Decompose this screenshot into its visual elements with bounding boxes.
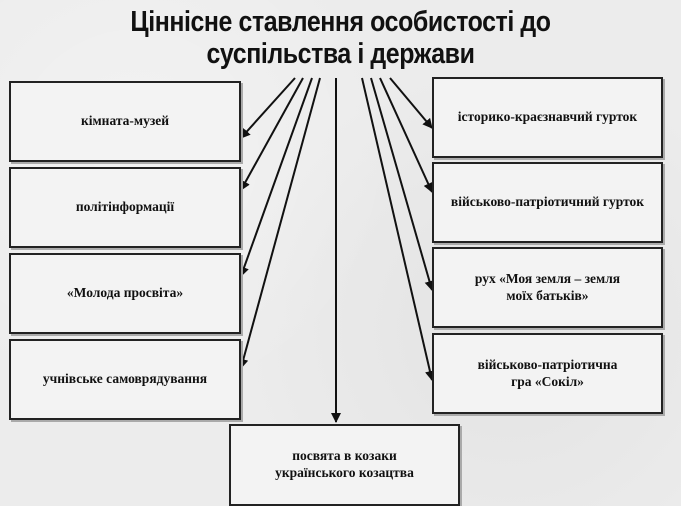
- arrow-to-right-box-4: [361, 77, 435, 381]
- arrow-to-right-box-2: [379, 77, 433, 193]
- box-young-prosvita: «Молода просвіта»: [9, 253, 241, 334]
- box-local-history-club-label: історико-краєзнавчий гурток: [457, 109, 638, 125]
- box-military-patriotic-club: військово-патріотичний гурток: [432, 162, 663, 243]
- box-museum-room: кімната-музей: [9, 81, 241, 162]
- box-my-land-movement-label: рух «Моя земля – земля моїх батьків»: [474, 270, 621, 303]
- box-museum-room-label: кімната-музей: [80, 113, 170, 129]
- arrow-to-left-box-2: [240, 77, 304, 191]
- box-student-government: учнівське самоврядування: [9, 339, 241, 420]
- box-my-land-movement: рух «Моя земля – земля моїх батьків»: [432, 247, 663, 328]
- box-cossack-initiation-label: посвята в козаки українського козацтва: [275, 448, 414, 480]
- arrow-to-left-box-3: [239, 77, 313, 277]
- box-political-info-label: політінформації: [75, 199, 175, 215]
- arrow-to-left-box-1: [240, 77, 296, 139]
- box-cossack-initiation: посвята в козаки українського козацтва: [229, 424, 460, 506]
- box-sokil-game-label: військово-патріотична гра «Сокіл»: [477, 356, 618, 389]
- box-young-prosvita-label: «Молода просвіта»: [66, 285, 184, 301]
- diagram-title-line-2: суспільства і держави: [206, 38, 475, 70]
- arrow-to-right-box-3: [370, 77, 435, 291]
- arrow-to-right-box-1: [389, 77, 433, 129]
- box-local-history-club: історико-краєзнавчий гурток: [432, 77, 663, 158]
- box-sokil-game: військово-патріотична гра «Сокіл»: [432, 333, 663, 414]
- diagram-title-line-1: Ціннісне ставлення особистості до: [130, 6, 551, 38]
- arrow-to-left-box-4: [238, 77, 321, 369]
- box-student-government-label: учнівське самоврядування: [42, 371, 208, 387]
- box-political-info: політінформації: [9, 167, 241, 248]
- box-military-patriotic-club-label: військово-патріотичний гурток: [450, 194, 645, 210]
